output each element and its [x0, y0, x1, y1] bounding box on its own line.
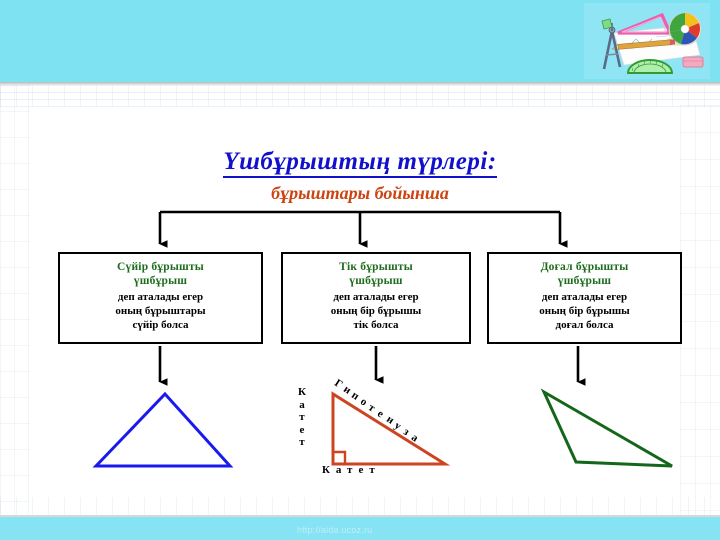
box-heading-right-line2: үшбұрыш: [349, 275, 403, 287]
label-leg-horizontal: Катет: [322, 464, 381, 476]
box-heading-obtuse-line1: Доғал бұрышты: [540, 261, 629, 273]
box-body-acute: деп аталады егер оның бұрыштары сүйір бо…: [60, 290, 261, 332]
box-body-acute-line1: деп аталады егер: [117, 291, 204, 303]
box-body-obtuse-line2: оның бір бұрышы: [539, 305, 630, 317]
box-body-acute-line2: оның бұрыштары: [115, 305, 206, 317]
box-body-obtuse-line3: доғал болса: [555, 319, 614, 331]
obtuse-triangle-icon: [540, 388, 673, 468]
triangle-ruler-icon: [617, 12, 673, 35]
acute-triangle-icon: [92, 391, 234, 468]
grid-texture-bottom: [0, 497, 720, 515]
definition-box-acute[interactable]: Сүйір бұрышты үшбұрыш деп аталады егер о…: [58, 252, 263, 344]
compass-icon: [602, 23, 622, 70]
watermark-url: http://aida.ucoz.ru: [297, 525, 373, 535]
box-body-right: деп аталады егер оның бір бұрышы тік бол…: [283, 290, 469, 332]
page-subtitle: бұрыштары бойынша: [271, 183, 449, 203]
protractor-icon: [626, 59, 674, 74]
box-body-obtuse: деп аталады егер оның бір бұрышы доғал б…: [489, 290, 680, 332]
box-body-right-line2: оның бір бұрышы: [330, 305, 422, 317]
box-heading-obtuse-line2: үшбұрыш: [557, 275, 612, 287]
eraser-icon: [682, 56, 704, 68]
page-title: Үшбұрыштың түрлері:: [0, 148, 720, 178]
box-heading-acute-line1: Сүйір бұрышты: [117, 261, 204, 273]
box-body-right-line3: тік болса: [353, 319, 399, 331]
color-wheel-icon: [668, 12, 702, 46]
definition-box-right[interactable]: Тік бұрышты үшбұрыш деп аталады егер оны…: [281, 252, 471, 344]
box-body-obtuse-line1: деп аталады егер: [541, 291, 628, 303]
footer-top-edge: [0, 515, 720, 517]
box-heading-right: Тік бұрышты үшбұрыш: [283, 260, 469, 288]
pencil-icon: [611, 39, 676, 50]
acute-triangle-figure: [90, 388, 240, 478]
obtuse-triangle-figure: [520, 386, 680, 478]
right-triangle-icon: [331, 391, 451, 466]
box-heading-obtuse: Доғал бұрышты үшбұрыш: [489, 260, 680, 288]
definition-box-obtuse[interactable]: Доғал бұрышты үшбұрыш деп аталады егер о…: [487, 252, 682, 344]
box-heading-right-line1: Тік бұрышты: [339, 261, 413, 273]
banner-bottom-edge: [0, 82, 720, 85]
school-supplies-clipart: [584, 3, 710, 79]
page-title-text: Үшбұрыштың түрлері:: [223, 148, 497, 178]
box-heading-acute: Сүйір бұрышты үшбұрыш: [60, 260, 261, 288]
box-heading-acute-line2: үшбұрыш: [133, 275, 188, 287]
box-body-acute-line3: сүйір болса: [132, 319, 189, 331]
grid-texture-top: [0, 85, 720, 107]
box-body-right-line1: деп аталады егер: [333, 291, 419, 303]
footer-band: [0, 517, 720, 540]
sharpener-icon: [601, 18, 613, 30]
